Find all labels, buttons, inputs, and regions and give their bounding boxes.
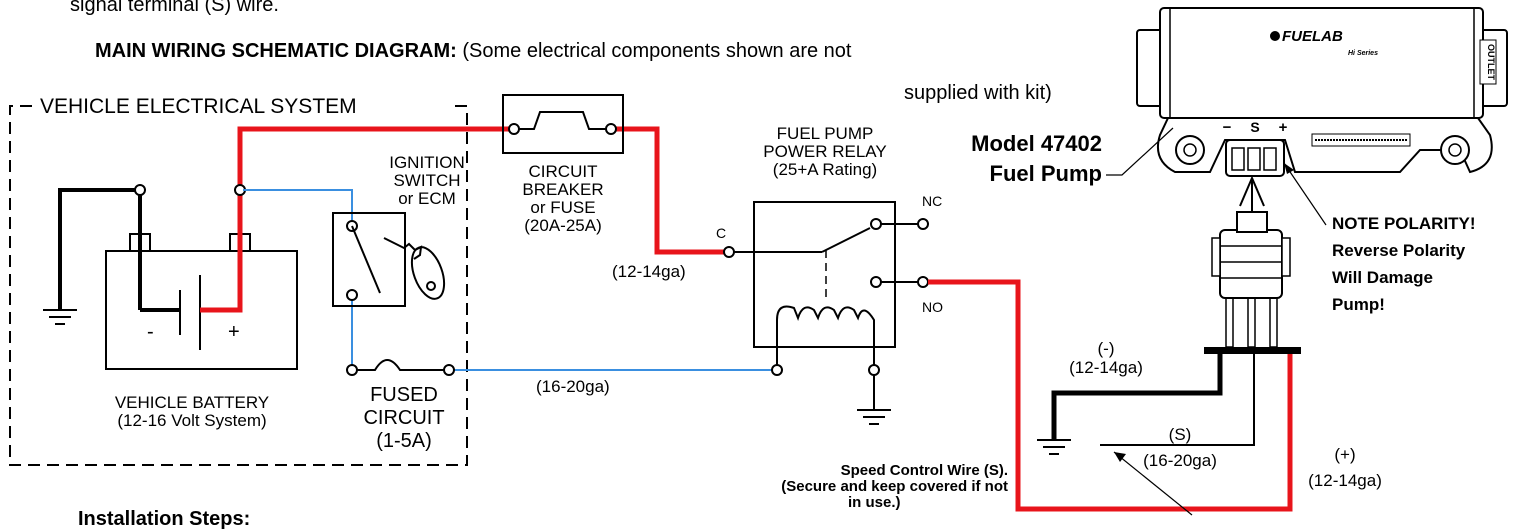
battery-voltage-label: (12-16 Volt System) (117, 411, 266, 430)
switched-gauge: (16-20ga) (536, 377, 610, 396)
relay-no-label: NO (922, 299, 943, 315)
wiring-harness-plug (1211, 211, 1291, 348)
relay-nc-label: NC (922, 193, 942, 209)
svg-text:BREAKER: BREAKER (522, 180, 603, 199)
relay-c-label: C (716, 225, 726, 241)
svg-text:SWITCH: SWITCH (393, 171, 460, 190)
switched-signal-wire (243, 189, 777, 371)
fuelab-logo-icon (1270, 31, 1280, 41)
speed-control-callout: Speed Control Wire (S). (Secure and keep… (781, 451, 1193, 516)
brand-label: FUELAB (1282, 28, 1343, 45)
schematic-heading: MAIN WIRING SCHEMATIC DIAGRAM: (Some ele… (95, 40, 851, 63)
relay-label: FUEL PUMP (777, 124, 874, 143)
ground-symbol-battery (43, 309, 77, 325)
pump-positive-wire (928, 279, 1293, 512)
svg-text:Pump!: Pump! (1332, 295, 1385, 314)
fuel-pump: OUTLET FUELAB Hi Series − S + (1136, 7, 1508, 177)
svg-text:(25+A Rating): (25+A Rating) (773, 160, 877, 179)
svg-text:Will Damage: Will Damage (1332, 268, 1433, 287)
svg-text:POWER RELAY: POWER RELAY (763, 142, 886, 161)
polarity-note: NOTE POLARITY! (1332, 214, 1476, 233)
terminal-plus: + (1279, 119, 1288, 136)
schematic-heading-note: (Some electrical components shown are no… (462, 40, 852, 62)
vehicle-system-box: VEHICLE ELECTRICAL SYSTEM (9, 95, 468, 466)
fuel-pump-relay: C NC NO FUEL PUMP POWER RELAY (25+A Rati… (716, 124, 943, 410)
svg-text:(Secure and keep covered if no: (Secure and keep covered if not (781, 478, 1008, 495)
power-feed-gauge: (12-14ga) (612, 262, 686, 281)
battery-plus-label: + (228, 321, 240, 343)
svg-text:IGNITION: IGNITION (389, 153, 465, 172)
breaker-label: CIRCUIT (529, 162, 598, 181)
fused-circuit-symbol: FUSED CIRCUIT (1-5A) (346, 359, 455, 452)
battery-label: VEHICLE BATTERY (115, 393, 269, 412)
circuit-breaker: CIRCUIT BREAKER or FUSE (20A-25A) (502, 94, 624, 235)
ignition-switch (332, 212, 406, 307)
schematic-heading-bold: MAIN WIRING SCHEMATIC DIAGRAM: (95, 40, 457, 62)
speed-signal-gauge: (16-20ga) (1143, 451, 1217, 470)
battery-minus-label: - (147, 321, 154, 343)
vehicle-battery: - + VEHICLE BATTERY (12-16 Volt System) (105, 233, 298, 430)
pump-connector-bus (1051, 347, 1301, 446)
positive-gauge: (12-14ga) (1308, 471, 1382, 490)
terminal-minus: − (1223, 119, 1232, 136)
positive-symbol: (+) (1334, 445, 1355, 464)
svg-text:(20A-25A): (20A-25A) (524, 216, 601, 235)
svg-text:(1-5A): (1-5A) (376, 430, 432, 452)
speed-control-note: Speed Control Wire (S). (841, 462, 1008, 479)
pump-model-callout: Model 47402 Fuel Pump (971, 127, 1174, 186)
polarity-warning: NOTE POLARITY! Reverse Polarity Will Dam… (1283, 162, 1476, 314)
main-power-wire (200, 126, 729, 313)
svg-text:Reverse Polarity: Reverse Polarity (1332, 241, 1466, 260)
svg-text:CIRCUIT: CIRCUIT (363, 407, 444, 429)
intro-text: signal terminal (S) wire. (70, 0, 279, 16)
battery-ground-wire (58, 184, 180, 312)
series-label: Hi Series (1348, 50, 1378, 57)
ground-symbol-relay (857, 409, 891, 425)
negative-gauge: (12-14ga) (1069, 358, 1143, 377)
schematic-heading-note-2: supplied with kit) (904, 82, 1052, 104)
key-icon (383, 237, 446, 300)
vehicle-system-label: VEHICLE ELECTRICAL SYSTEM (40, 95, 357, 118)
svg-text:Fuel Pump: Fuel Pump (990, 161, 1102, 186)
ground-symbol-pump (1037, 439, 1071, 455)
negative-symbol: (-) (1098, 339, 1115, 358)
fused-circuit-label: FUSED (370, 384, 438, 406)
pump-model-label: Model 47402 (971, 131, 1102, 156)
terminal-s: S (1250, 119, 1259, 135)
speed-signal-symbol: (S) (1169, 425, 1192, 444)
svg-text:or ECM: or ECM (398, 189, 456, 208)
outlet-label: OUTLET (1486, 44, 1496, 80)
connect-arrow-icon (1239, 175, 1265, 212)
svg-text:in use.): in use.) (848, 494, 901, 511)
ignition-label: IGNITION SWITCH or ECM (389, 153, 465, 208)
svg-text:or FUSE: or FUSE (530, 198, 595, 217)
